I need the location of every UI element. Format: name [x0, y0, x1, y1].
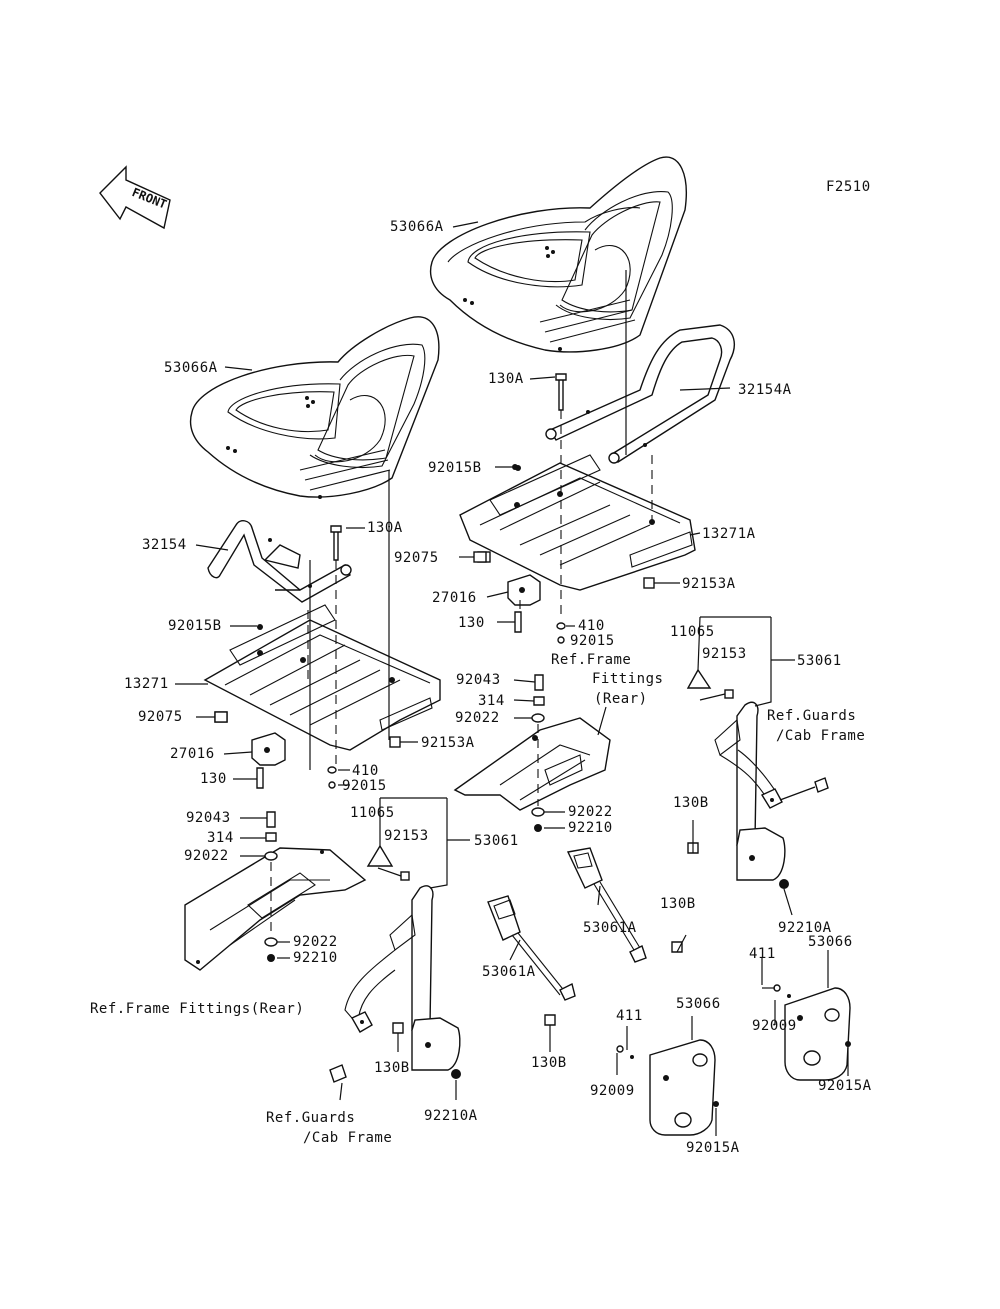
part-label: 53066	[808, 934, 853, 950]
part-label: 92075	[394, 550, 439, 566]
seat-upper-right	[429, 156, 687, 353]
grab-bar-32154	[207, 520, 352, 603]
part-label: 92043	[186, 810, 231, 826]
part-label: 53061A	[583, 920, 637, 936]
buckle-53061a-right	[566, 847, 647, 963]
part-label: 130B	[531, 1055, 567, 1071]
part-label: 92043	[456, 672, 501, 688]
part-label: 92210A	[424, 1108, 478, 1124]
part-label: 92015B	[168, 618, 222, 634]
grab-bar-32154a	[545, 324, 736, 464]
part-label: 13271A	[702, 526, 756, 542]
part-label: 130A	[367, 520, 403, 536]
seat-base-13271a	[459, 454, 696, 591]
part-label: 92015	[342, 778, 387, 794]
part-label: 11065	[350, 805, 395, 821]
part-label: Ref.Frame	[551, 652, 632, 668]
part-label: 92022	[455, 710, 500, 726]
part-label: 13271	[124, 676, 169, 692]
part-label: 92009	[590, 1083, 635, 1099]
part-label: 411	[749, 946, 776, 962]
part-label: 410	[352, 763, 379, 779]
part-label: 92153	[384, 828, 429, 844]
part-label: 410	[578, 618, 605, 634]
part-label: 92153	[702, 646, 747, 662]
part-label: 53066A	[390, 219, 444, 235]
part-label: 92015B	[428, 460, 482, 476]
part-label: 130A	[488, 371, 524, 387]
seatbelt-right-53061	[714, 701, 786, 881]
cover-53066-right	[784, 987, 851, 1081]
buckle-53061a-center	[487, 895, 576, 1001]
cover-53066-lower	[649, 1039, 716, 1136]
part-label: 53061	[797, 653, 842, 669]
seat-base-13271	[203, 604, 441, 751]
part-label: 130	[458, 615, 485, 631]
part-label: 11065	[670, 624, 715, 640]
seat-mount-lines	[309, 270, 627, 770]
seatbelt-left-53061	[344, 885, 461, 1071]
part-label: 130B	[673, 795, 709, 811]
part-label: 92015	[570, 633, 615, 649]
part-label: 53066A	[164, 360, 218, 376]
part-label: 53061	[474, 833, 519, 849]
part-label: 92015A	[818, 1078, 872, 1094]
part-label: 130B	[374, 1060, 410, 1076]
part-label: 92153A	[682, 576, 736, 592]
assembly-dashed-lines	[270, 410, 653, 936]
part-label: (Rear)	[594, 691, 648, 707]
part-label: /Cab Frame	[776, 728, 866, 744]
part-label: 411	[616, 1008, 643, 1024]
part-label: 27016	[170, 746, 215, 762]
part-label: 53061A	[482, 964, 536, 980]
part-label: 92022	[568, 804, 613, 820]
part-label: 130B	[660, 896, 696, 912]
part-label: 92022	[184, 848, 229, 864]
part-label: Fittings	[592, 671, 664, 687]
bracket-27016-left	[251, 732, 286, 766]
part-label: Ref.Frame Fittings(Rear)	[90, 1001, 305, 1017]
part-label: /Cab Frame	[303, 1130, 393, 1146]
part-label: 32154A	[738, 382, 792, 398]
part-label: 92015A	[686, 1140, 740, 1156]
frame-fittings-rear-center	[453, 717, 611, 811]
leader-lines	[175, 221, 849, 1136]
part-label: Ref.Guards	[266, 1110, 356, 1126]
part-label: 92075	[138, 709, 183, 725]
front-direction-arrow: FRONT	[99, 165, 171, 230]
part-label: 92153A	[421, 735, 475, 751]
part-label: 314	[207, 830, 234, 846]
part-label: 92210	[568, 820, 613, 836]
seat-upper-left	[189, 316, 440, 499]
part-label: 92210	[293, 950, 338, 966]
frame-fittings-rear-left	[184, 847, 367, 971]
bracket-27016-right	[507, 574, 541, 606]
part-label: 314	[478, 693, 505, 709]
part-label: 92210A	[778, 920, 832, 936]
part-label: 130	[200, 771, 227, 787]
part-label: 27016	[432, 590, 477, 606]
part-label: Ref.Guards	[767, 708, 857, 724]
part-label: 92022	[293, 934, 338, 950]
part-label: 92009	[752, 1018, 797, 1034]
figure-code: F2510	[826, 179, 871, 195]
part-label: 53066	[676, 996, 721, 1012]
part-label: 32154	[142, 537, 187, 553]
